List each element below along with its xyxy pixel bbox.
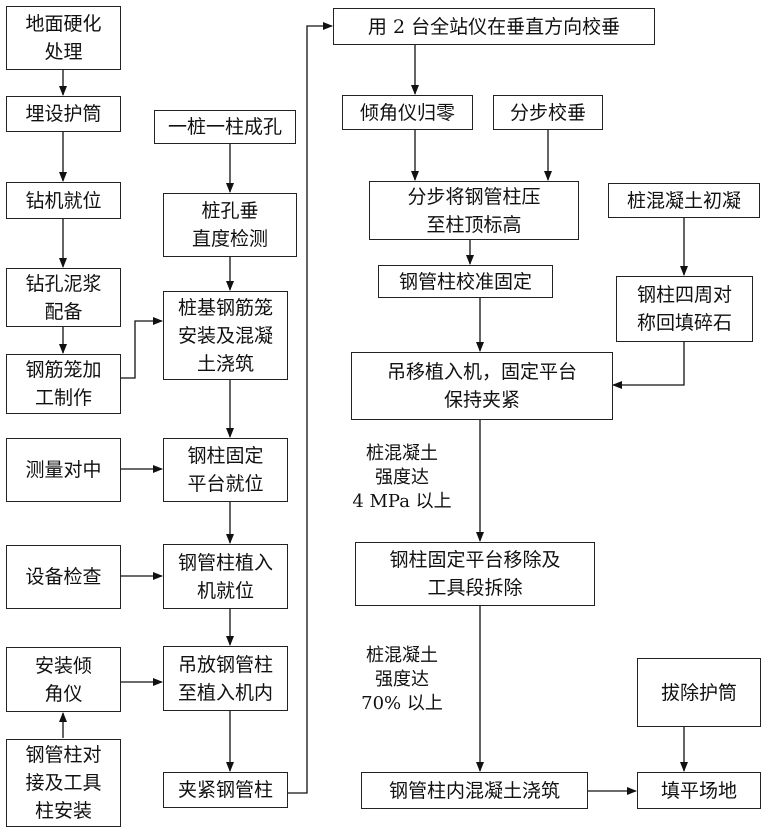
step-equipment-check: 设备检查: [6, 545, 121, 609]
step-insertion-machine-positioning: 钢管柱植入 机就位: [163, 544, 288, 609]
step-column-splicing: 钢管柱对 接及工具 柱安装: [6, 739, 121, 827]
step-press-column-to-elevation: 分步将钢管柱压 至柱顶标高: [369, 181, 579, 240]
step-stepwise-verticality: 分步校垂: [493, 95, 603, 130]
step-column-concrete-pour: 钢管柱内混凝土浇筑: [361, 772, 588, 809]
step-clamp-steel-column: 夹紧钢管柱: [163, 772, 288, 808]
step-install-inclinometer: 安装倾 角仪: [6, 647, 121, 712]
step-hoist-column-into-machine: 吊放钢管柱 至植入机内: [163, 646, 288, 711]
step-inclinometer-zero: 倾角仪归零: [342, 95, 473, 130]
step-drilling-mud-preparation: 钻孔泥浆 配备: [6, 268, 121, 327]
arrow-b5-c3: [120, 317, 163, 379]
step-embed-casing: 埋设护筒: [6, 96, 121, 132]
step-remove-machine-keep-clamped: 吊移植入机，固定平台 保持夹紧: [351, 352, 613, 420]
step-pile-concrete-initial-set: 桩混凝土初凝: [608, 183, 760, 218]
step-cage-fabrication: 钢筋笼加 工制作: [6, 354, 121, 414]
step-backfill-site: 填平场地: [637, 772, 761, 809]
step-fixed-platform-positioning: 钢柱固定 平台就位: [163, 438, 288, 502]
step-total-station-verticality: 用 2 台全站仪在垂直方向校垂: [333, 8, 655, 45]
step-cage-install-concrete-pour: 桩基钢筋笼 安装及混凝 土浇筑: [163, 291, 288, 380]
step-hole-verticality-check: 桩孔垂 直度检测: [163, 193, 297, 257]
step-drill-rig-positioning: 钻机就位: [6, 182, 121, 219]
condition-note-4mpa: 桩混凝土 强度达 4 MPa 以上: [340, 442, 464, 514]
arrow-e2-d6: [612, 342, 685, 389]
arrow-c7-d1: [288, 22, 333, 794]
step-one-pile-one-column-hole: 一桩一柱成孔: [154, 110, 296, 144]
step-ground-hardening: 地面硬化 处理: [6, 6, 121, 70]
step-symmetric-backfill: 钢柱四周对 称回填碎石: [616, 276, 753, 342]
step-remove-casing: 拔除护筒: [637, 658, 761, 727]
step-column-calibration-fix: 钢管柱校准固定: [378, 265, 553, 298]
step-survey-centering: 测量对中: [6, 438, 121, 502]
step-platform-removal: 钢柱固定平台移除及 工具段拆除: [355, 542, 595, 606]
condition-note-70-percent: 桩混凝土 强度达 70% 以上: [340, 644, 464, 716]
